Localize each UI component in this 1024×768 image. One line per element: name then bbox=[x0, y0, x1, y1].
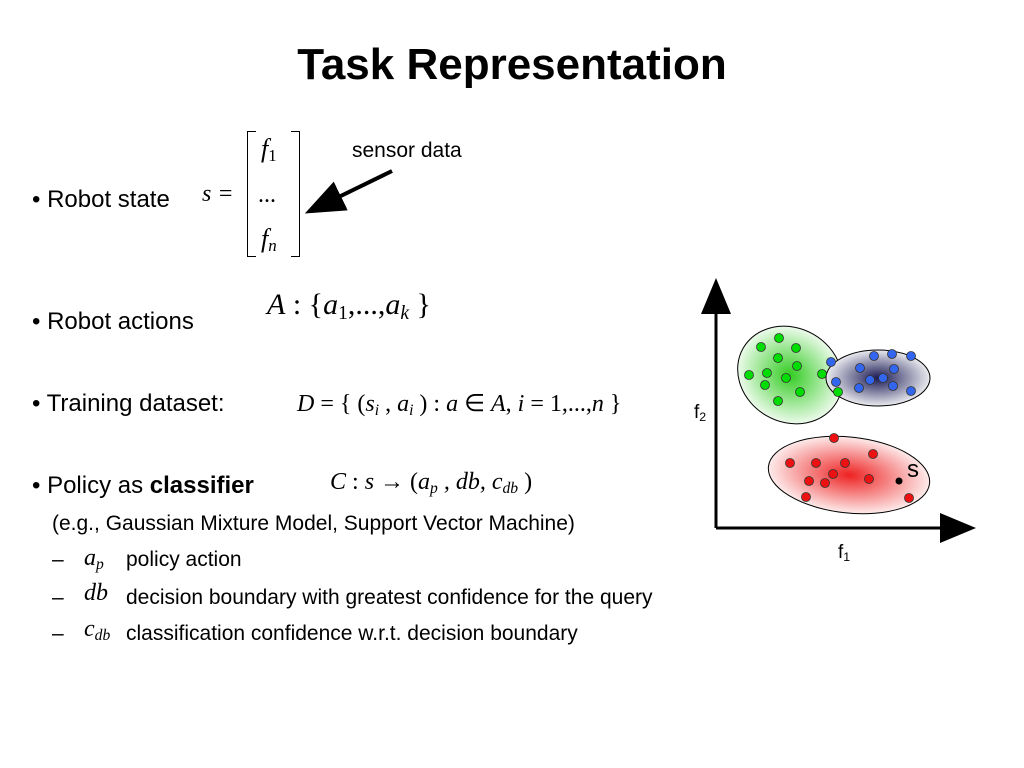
green-point bbox=[773, 396, 783, 406]
blue-points bbox=[826, 349, 916, 396]
red-point bbox=[840, 458, 850, 468]
bullet-glyph: • bbox=[32, 472, 41, 499]
red-point bbox=[864, 474, 874, 484]
matrix-right-bracket bbox=[291, 131, 300, 257]
state-lhs: s = bbox=[202, 181, 234, 207]
sym-ap: ap bbox=[84, 545, 104, 573]
training-dataset-label: Training dataset: bbox=[46, 390, 225, 417]
green-point bbox=[773, 353, 783, 363]
sensor-data-annotation: sensor data bbox=[352, 139, 462, 162]
x-axis-label: f1 bbox=[838, 542, 851, 565]
green-point bbox=[817, 369, 827, 379]
red-point bbox=[868, 449, 878, 459]
blue-point bbox=[869, 351, 879, 361]
green-point bbox=[762, 368, 772, 378]
green-point bbox=[744, 370, 754, 380]
blue-point bbox=[826, 357, 836, 367]
matrix-left-bracket bbox=[247, 131, 256, 257]
green-point bbox=[781, 373, 791, 383]
blue-point bbox=[855, 363, 865, 373]
red-point bbox=[904, 493, 914, 503]
red-point bbox=[820, 478, 830, 488]
green-point bbox=[760, 380, 770, 390]
bullet-glyph: • bbox=[32, 308, 41, 335]
bullet-robot-state: • Robot state bbox=[32, 186, 170, 214]
dataset-formula: D = { (si , ai ) : a ∈ A, i = 1,...,n } bbox=[297, 391, 622, 419]
blue-point bbox=[889, 364, 899, 374]
sensor-data-arrow bbox=[304, 169, 393, 214]
example-line: (e.g., Gaussian Mixture Model, Support V… bbox=[52, 512, 575, 535]
blue-point bbox=[865, 375, 875, 385]
slide-title: Task Representation bbox=[297, 40, 727, 89]
sym-db: db bbox=[84, 580, 108, 606]
subitem-decision-boundary: decision boundary with greatest confiden… bbox=[126, 586, 653, 609]
subitem-confidence: classification confidence w.r.t. decisio… bbox=[126, 622, 578, 645]
red-point bbox=[811, 458, 821, 468]
green-point bbox=[791, 343, 801, 353]
red-point bbox=[785, 458, 795, 468]
red-point bbox=[801, 492, 811, 502]
blue-point bbox=[906, 386, 916, 396]
query-point bbox=[895, 477, 903, 485]
query-label: s bbox=[907, 456, 919, 483]
matrix-ellipsis: ... bbox=[258, 182, 276, 208]
robot-state-label: Robot state bbox=[47, 186, 170, 213]
robot-actions-label: Robot actions bbox=[47, 308, 194, 335]
dash: – bbox=[52, 548, 64, 571]
bullet-glyph: • bbox=[32, 186, 41, 213]
red-point bbox=[804, 476, 814, 486]
red-point bbox=[828, 469, 838, 479]
dash: – bbox=[52, 622, 64, 645]
policy-label: Policy as bbox=[47, 472, 150, 499]
matrix-f1: f1 bbox=[261, 134, 277, 166]
bullet-robot-actions: • Robot actions bbox=[32, 308, 194, 336]
red-points bbox=[785, 433, 914, 503]
y-axis-label: f2 bbox=[694, 402, 707, 425]
red-point bbox=[829, 433, 839, 443]
green-point bbox=[795, 387, 805, 397]
green-points bbox=[744, 333, 843, 406]
matrix-fn: fn bbox=[261, 224, 277, 256]
blue-point bbox=[887, 349, 897, 359]
sym-cdb: cdb bbox=[84, 616, 111, 644]
blue-point bbox=[831, 377, 841, 387]
green-point bbox=[833, 387, 843, 397]
policy-formula: C : s → (ap , db, cdb ) bbox=[330, 469, 533, 497]
green-point bbox=[774, 333, 784, 343]
blue-point bbox=[906, 351, 916, 361]
bullet-policy: • Policy as classifier bbox=[32, 472, 254, 500]
blue-cluster-ellipse bbox=[825, 349, 931, 407]
bullet-training-dataset: • Training dataset: bbox=[32, 390, 225, 418]
green-point bbox=[756, 342, 766, 352]
actions-formula: A : {a1,...,ak } bbox=[267, 288, 431, 324]
subitem-policy-action: policy action bbox=[126, 548, 242, 571]
bullet-glyph: • bbox=[32, 390, 41, 417]
blue-point bbox=[888, 381, 898, 391]
green-point bbox=[792, 361, 802, 371]
dash: – bbox=[52, 586, 64, 609]
blue-point bbox=[878, 373, 888, 383]
policy-bold: classifier bbox=[149, 472, 254, 499]
blue-point bbox=[854, 383, 864, 393]
